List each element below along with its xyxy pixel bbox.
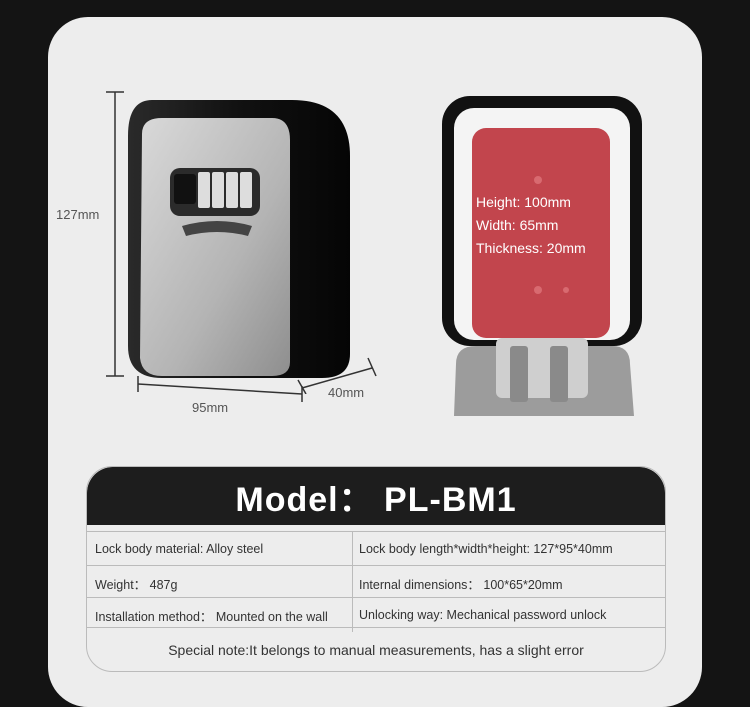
spec-left: Weight： 487g <box>95 577 178 592</box>
model-title: Model： PL-BM1 <box>87 467 665 525</box>
open-lockbox-image <box>442 96 642 416</box>
closed-lockbox-image <box>128 100 350 378</box>
divider <box>352 566 353 600</box>
inner-height-label: Height: 100mm <box>476 194 571 210</box>
spec-left: Installation method： Mounted on the wall <box>95 609 328 624</box>
depth-dimension-line <box>297 357 377 394</box>
spec-row: Lock body material: Alloy steel Lock bod… <box>87 531 665 566</box>
height-dimension-line <box>106 91 124 377</box>
inner-thickness-label: Thickness: 20mm <box>476 240 586 256</box>
spec-right: Lock body length*width*height: 127*95*40… <box>359 542 613 556</box>
spec-row: Weight： 487g Internal dimensions： 100*65… <box>87 565 665 600</box>
spec-table: Model： PL-BM1 Lock body material: Alloy … <box>86 466 666 672</box>
spec-left: Lock body material: Alloy steel <box>95 542 264 556</box>
divider <box>352 598 353 632</box>
spec-right: Internal dimensions： 100*65*20mm <box>359 577 563 592</box>
depth-label: 40mm <box>328 385 365 400</box>
divider <box>352 532 353 566</box>
height-label: 127mm <box>56 207 100 222</box>
width-label: 95mm <box>192 400 229 415</box>
inner-width-label: Width: 65mm <box>476 217 559 233</box>
spec-right: Unlocking way: Mechanical password unloc… <box>359 608 607 622</box>
special-note: Special note:It belongs to manual measur… <box>87 627 665 671</box>
spec-row: Installation method： Mounted on the wall… <box>87 597 665 632</box>
width-dimension-line <box>137 376 303 402</box>
